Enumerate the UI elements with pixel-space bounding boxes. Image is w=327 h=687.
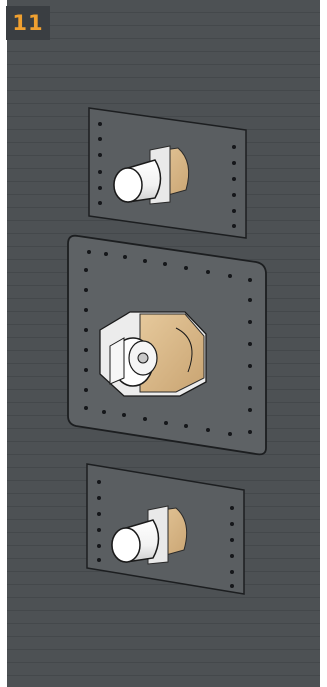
step-number-badge: 11	[6, 6, 50, 40]
wall-right-edge	[320, 0, 327, 687]
sealing-plate-top	[89, 108, 246, 238]
valve-body-icon	[100, 312, 206, 396]
wall-left-edge	[0, 0, 7, 687]
sealing-plate-middle	[68, 236, 266, 455]
